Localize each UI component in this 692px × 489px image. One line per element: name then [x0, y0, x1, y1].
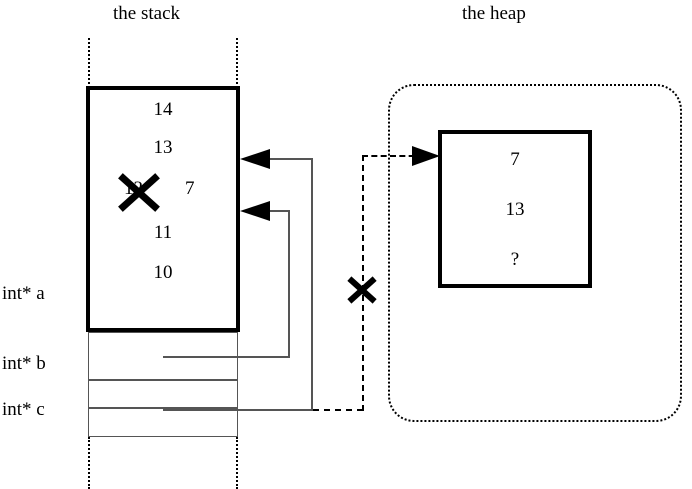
pointer-c-vertical-segment: [311, 158, 313, 411]
heap-block-cell-0-value: 7: [510, 148, 520, 170]
stack-array-cell-2-new-value: 7: [185, 178, 195, 199]
stack-array-cell-1-value: 13: [153, 136, 173, 158]
heap-region-boundary: [388, 84, 682, 422]
heap-title: the heap: [462, 3, 526, 24]
pointer-b-arrowhead: [240, 201, 270, 221]
broken-pointer-dashed-bottom: [313, 409, 363, 411]
stack-left-dotted-guide-top: [88, 38, 90, 88]
stack-array-cell-0: 14: [90, 90, 236, 128]
heap-block-cell-2: ?: [442, 234, 588, 284]
stack-left-dotted-guide-bottom: [88, 437, 90, 489]
heap-block-cell-1: 13: [442, 184, 588, 234]
stack-array-cell-4: 10: [90, 252, 236, 292]
pointer-c-arrow-segment: [250, 158, 313, 160]
stack-array-cell-0-value: 14: [153, 98, 173, 120]
stack-var-label-a: int* a: [2, 283, 45, 304]
heap-block-cell-0: 7: [442, 134, 588, 184]
pointer-c-arrowhead: [240, 149, 270, 169]
stack-array-cell-1: 13: [90, 128, 236, 166]
stack-array-cell-2-old-value: 12: [124, 178, 143, 199]
stack-var-cell-c: [88, 408, 238, 437]
stack-right-dotted-guide-bottom: [236, 437, 238, 489]
heap-block-cell-2-value: ?: [510, 248, 520, 270]
pointer-c-horizontal-segment: [163, 409, 313, 411]
stack-array-cell-2: 12 7: [90, 166, 236, 212]
stack-title: the stack: [113, 3, 181, 24]
stack-right-dotted-guide-top: [236, 38, 238, 88]
stack-array-cell-3: 11: [90, 212, 236, 252]
broken-link-x-icon: [345, 272, 379, 304]
heap-block-cell-1-value: 13: [505, 198, 525, 220]
stack-array-cell-3-value: 11: [153, 221, 173, 243]
broken-pointer-arrowhead: [412, 146, 440, 166]
stack-var-cell-c-upper: [88, 380, 238, 408]
stack-var-label-b: int* b: [2, 353, 46, 374]
pointer-b-horizontal-segment: [163, 356, 290, 358]
broken-pointer-dashed-top: [362, 155, 424, 157]
broken-pointer-dashed-vertical: [362, 155, 364, 411]
pointer-b-vertical-segment: [288, 210, 290, 358]
stack-array-cell-4-value: 10: [153, 261, 173, 283]
stack-var-label-c: int* c: [2, 399, 45, 420]
